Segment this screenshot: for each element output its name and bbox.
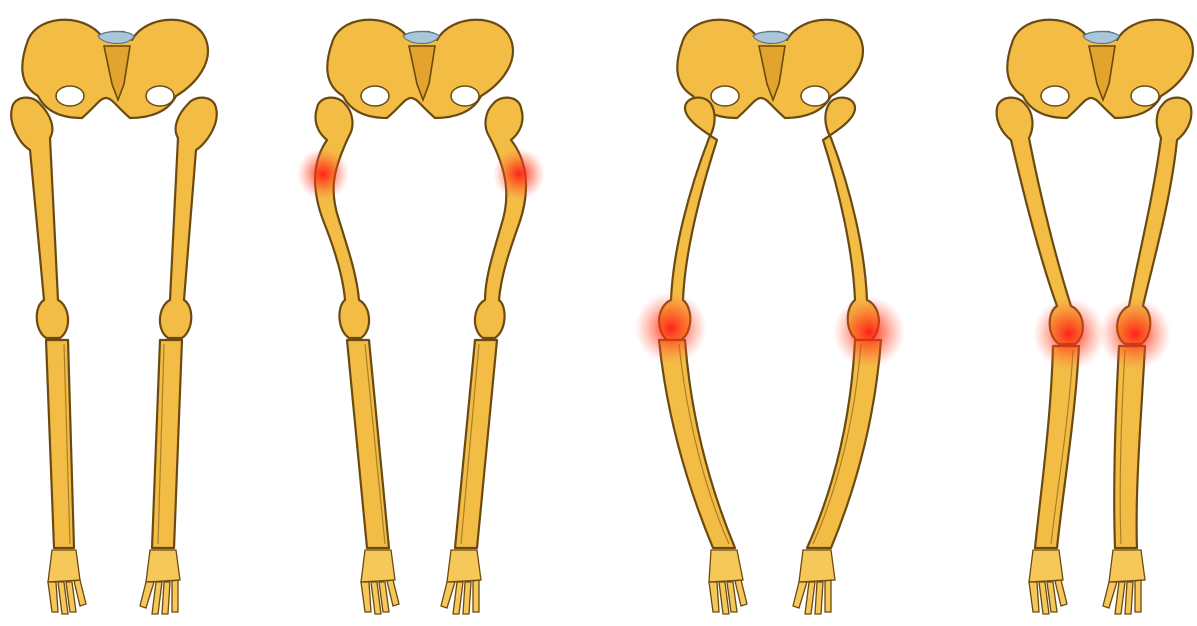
pain-hotspot-right [833,296,905,368]
panel-3 [635,20,905,614]
pain-hotspot-right [1099,298,1171,370]
pain-hotspot-left [635,292,707,364]
pain-hotspot-left [1033,298,1105,370]
pelvis [327,20,513,118]
panel-4 [997,20,1193,614]
right-leg [140,98,217,614]
pain-hotspot-right [493,148,545,200]
panel-2 [297,20,545,614]
pelvis [22,20,208,118]
left-leg [11,98,86,614]
pain-hotspot-left [297,148,349,200]
panel-1 [11,20,216,614]
